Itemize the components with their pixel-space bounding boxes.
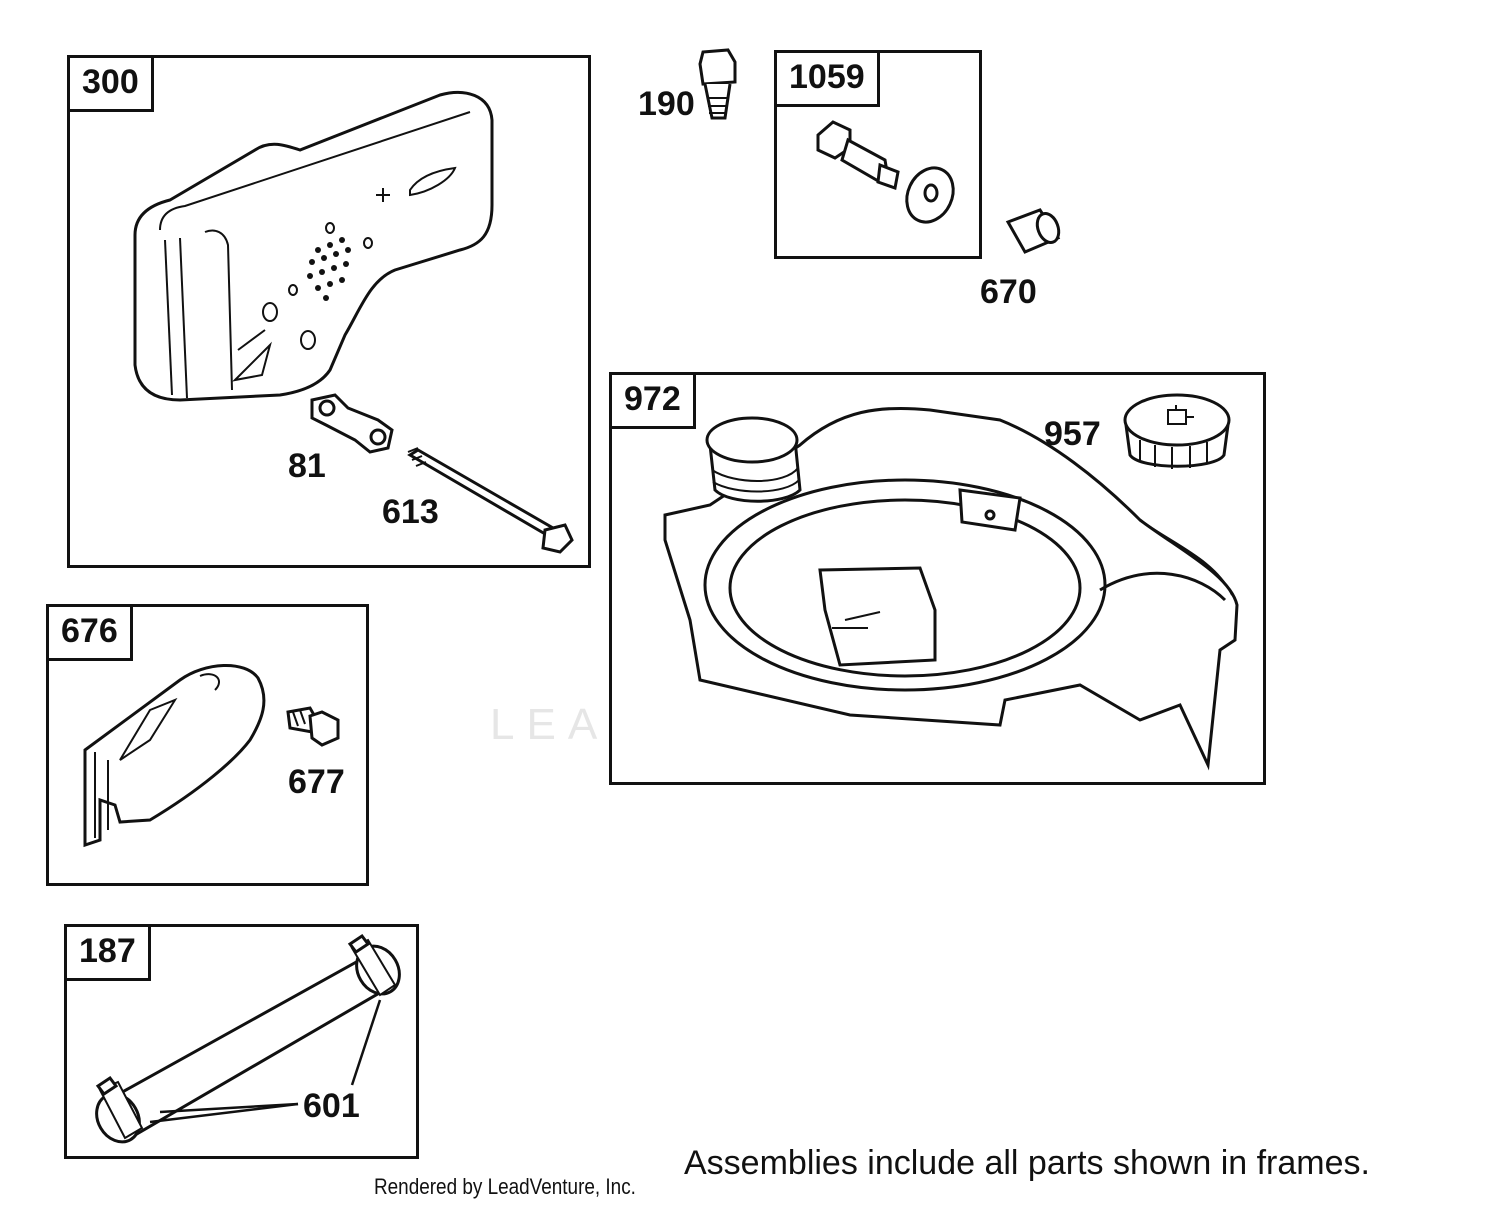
frame-1059: 1059 <box>774 50 982 259</box>
rendered-by-credit: Rendered by LeadVenture, Inc. <box>374 1174 636 1199</box>
callout-670: 670 <box>980 273 1037 311</box>
frame-label-972: 972 <box>612 375 696 429</box>
callout-613: 613 <box>382 493 439 531</box>
frame-label-300: 300 <box>70 58 154 112</box>
callout-957: 957 <box>1044 415 1101 453</box>
callout-190: 190 <box>638 85 695 123</box>
callout-601: 601 <box>303 1087 360 1125</box>
frame-label-187: 187 <box>67 927 151 981</box>
frame-label-1059: 1059 <box>777 53 880 107</box>
frame-label-676: 676 <box>49 607 133 661</box>
callout-81: 81 <box>288 447 326 485</box>
callout-677: 677 <box>288 763 345 801</box>
assemblies-note: Assemblies include all parts shown in fr… <box>684 1144 1370 1182</box>
